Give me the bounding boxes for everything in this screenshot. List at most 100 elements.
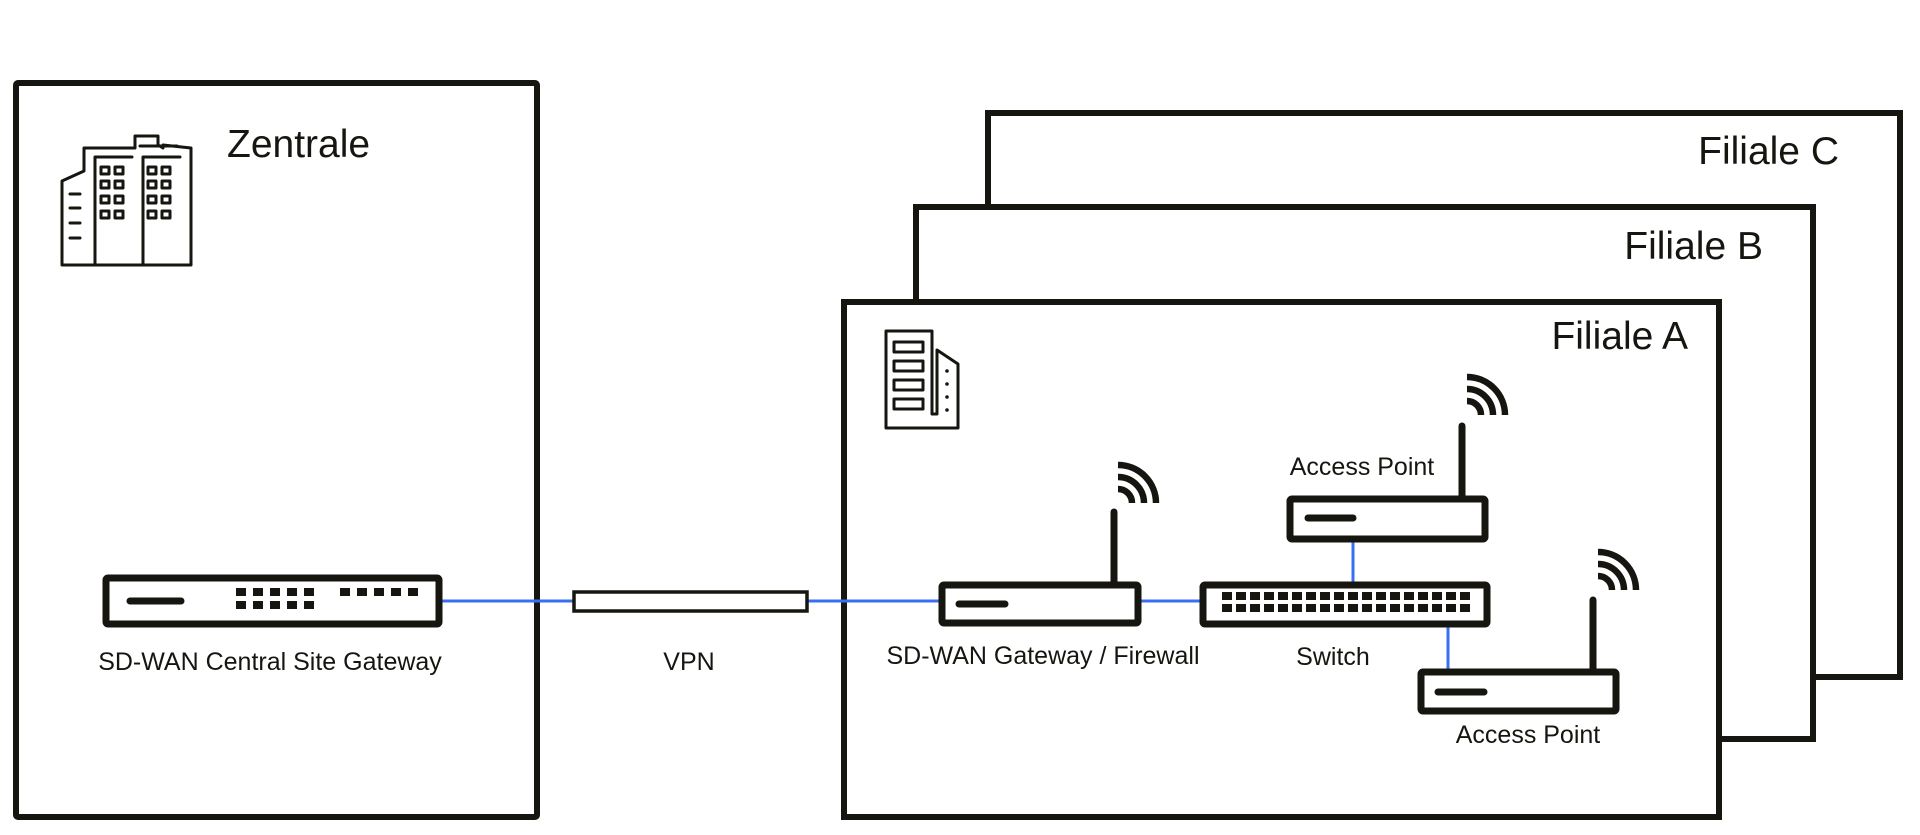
port: [253, 601, 263, 609]
port: [1348, 592, 1358, 600]
site-box-filiale-a: [841, 299, 1722, 820]
port: [1264, 604, 1274, 612]
wifi-arc: [1466, 397, 1485, 416]
wifi-signal-icon: [1597, 548, 1640, 591]
window: [99, 194, 111, 205]
access-point-2-device[interactable]: [1417, 548, 1640, 715]
access-point-1-device[interactable]: [1286, 373, 1509, 543]
port: [1348, 604, 1358, 612]
port: [270, 601, 280, 609]
port: [1222, 592, 1232, 600]
port: [1334, 592, 1344, 600]
port: [1376, 604, 1386, 612]
branch-gateway-label: SD-WAN Gateway / Firewall: [886, 642, 1199, 670]
port: [270, 588, 280, 596]
port: [1432, 592, 1442, 600]
port: [1250, 592, 1260, 600]
port: [1292, 604, 1302, 612]
site-title-filiale-b: Filiale B: [1624, 225, 1763, 268]
port: [340, 588, 350, 596]
port: [1320, 592, 1330, 600]
port: [287, 588, 297, 596]
port: [1306, 604, 1316, 612]
wifi-arc: [1597, 548, 1640, 591]
port: [1376, 592, 1386, 600]
window: [160, 179, 172, 190]
small-building-icon: [884, 329, 960, 430]
port: [1306, 592, 1316, 600]
port: [304, 588, 314, 596]
port: [1222, 604, 1232, 612]
window: [160, 194, 172, 205]
port: [374, 588, 384, 596]
wireless-router-icon: [938, 581, 1142, 627]
port: [1250, 604, 1260, 612]
port: [1418, 604, 1428, 612]
access-point-icon: [1417, 668, 1620, 715]
port: [1236, 592, 1246, 600]
wifi-arc: [1597, 572, 1616, 591]
window: [146, 209, 158, 220]
access-point-2-label: Access Point: [1456, 721, 1601, 749]
wifi-arc: [1117, 485, 1136, 504]
switch-device[interactable]: [1199, 581, 1491, 628]
tunnel-icon[interactable]: [572, 590, 809, 613]
window: [160, 209, 172, 220]
port: [357, 588, 367, 596]
wifi-arc: [1117, 473, 1148, 504]
window: [113, 179, 125, 190]
window: [160, 165, 172, 176]
window: [146, 179, 158, 190]
vpn-label: VPN: [663, 648, 714, 676]
branch-gateway-device[interactable]: [938, 461, 1160, 627]
port: [1418, 592, 1428, 600]
port-group: [236, 588, 418, 609]
port: [1320, 604, 1330, 612]
port: [1390, 604, 1400, 612]
window: [113, 165, 125, 176]
port: [1334, 604, 1344, 612]
port: [304, 601, 314, 609]
port: [1362, 592, 1372, 600]
port: [1460, 604, 1470, 612]
wifi-arc: [1597, 560, 1628, 591]
port: [1278, 604, 1288, 612]
port: [1264, 592, 1274, 600]
window: [99, 165, 111, 176]
port: [1292, 592, 1302, 600]
window: [113, 194, 125, 205]
port: [1404, 592, 1414, 600]
window: [99, 179, 111, 190]
wifi-signal-icon: [1466, 373, 1509, 416]
office-building-icon: [60, 134, 193, 267]
port: [1432, 604, 1442, 612]
port: [253, 588, 263, 596]
wifi-signal-icon: [1117, 461, 1160, 504]
port: [1278, 592, 1288, 600]
port: [391, 588, 401, 596]
window: [113, 209, 125, 220]
port: [408, 588, 418, 596]
port: [236, 601, 246, 609]
port: [1236, 604, 1246, 612]
wifi-arc: [1466, 385, 1497, 416]
port: [287, 601, 297, 609]
site-title-filiale-c: Filiale C: [1698, 130, 1839, 173]
window: [99, 209, 111, 220]
site-title-filiale-a: Filiale A: [1551, 315, 1688, 358]
port: [1362, 604, 1372, 612]
port-group: [1222, 592, 1470, 612]
switch-label: Switch: [1296, 643, 1370, 671]
wifi-arc: [1117, 461, 1160, 504]
port: [1404, 604, 1414, 612]
port: [236, 588, 246, 596]
window: [146, 194, 158, 205]
port: [1446, 592, 1456, 600]
port: [1446, 604, 1456, 612]
site-title-zentrale: Zentrale: [227, 123, 370, 166]
port: [1390, 592, 1400, 600]
access-point-1-label: Access Point: [1290, 453, 1435, 481]
central-gateway-label: SD-WAN Central Site Gateway: [98, 648, 442, 676]
central-gateway-device[interactable]: [102, 574, 443, 628]
